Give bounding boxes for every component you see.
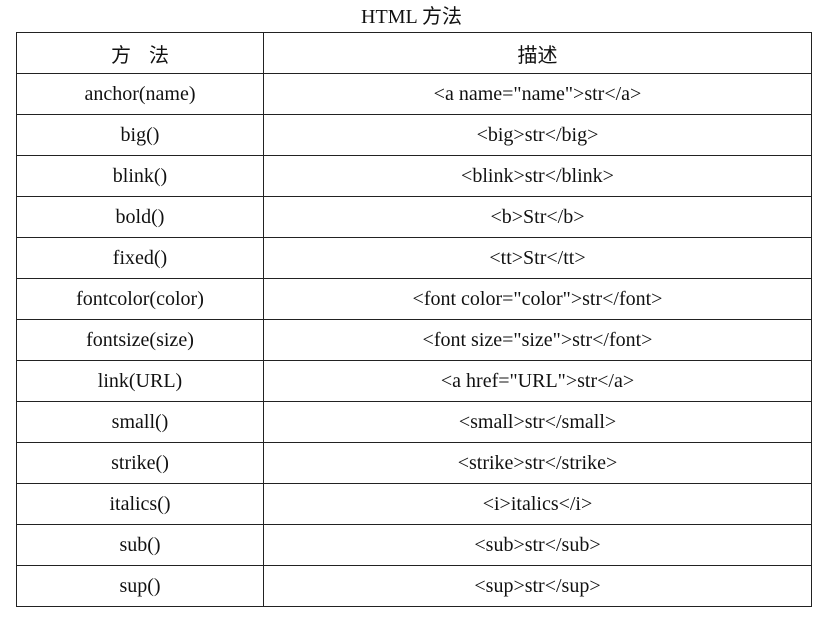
method-cell: link(URL) (16, 360, 264, 402)
description-cell: <blink>str</blink> (263, 155, 812, 197)
table-row: link(URL) <a href="URL">str</a> (16, 360, 812, 402)
table-row: fontsize(size) <font size="size">str</fo… (16, 319, 812, 361)
table-caption: HTML 方法 (361, 6, 462, 28)
table-row: fixed() <tt>Str</tt> (16, 237, 812, 279)
method-cell: small() (16, 401, 264, 443)
description-cell: <small>str</small> (263, 401, 812, 443)
method-cell: anchor(name) (16, 73, 264, 115)
description-cell: <strike>str</strike> (263, 442, 812, 484)
table-row: fontcolor(color) <font color="color">str… (16, 278, 812, 320)
method-cell: fontsize(size) (16, 319, 264, 361)
description-cell: <tt>Str</tt> (263, 237, 812, 279)
description-cell: <b>Str</b> (263, 196, 812, 238)
description-cell: <a href="URL">str</a> (263, 360, 812, 402)
method-cell: fontcolor(color) (16, 278, 264, 320)
description-cell: <i>italics</i> (263, 483, 812, 525)
header-method: 方法 (16, 32, 264, 74)
header-row: 方法 描述 (16, 32, 812, 74)
description-cell: <font size="size">str</font> (263, 319, 812, 361)
table-row: anchor(name) <a name="name">str</a> (16, 73, 812, 115)
method-cell: big() (16, 114, 264, 156)
method-cell: fixed() (16, 237, 264, 279)
description-cell: <big>str</big> (263, 114, 812, 156)
table-row: big() <big>str</big> (16, 114, 812, 156)
table-row: strike() <strike>str</strike> (16, 442, 812, 484)
methods-table-container: 方法 描述 anchor(name) <a name="name">str</a… (16, 32, 812, 607)
method-cell: strike() (16, 442, 264, 484)
table-row: sub() <sub>str</sub> (16, 524, 812, 566)
description-cell: <sup>str</sup> (263, 565, 812, 607)
table-row: bold() <b>Str</b> (16, 196, 812, 238)
method-cell: bold() (16, 196, 264, 238)
table-body: anchor(name) <a name="name">str</a> big(… (16, 73, 812, 607)
table-row: small() <small>str</small> (16, 401, 812, 443)
methods-table: 方法 描述 anchor(name) <a name="name">str</a… (16, 32, 812, 607)
method-cell: italics() (16, 483, 264, 525)
table-row: blink() <blink>str</blink> (16, 155, 812, 197)
method-cell: sub() (16, 524, 264, 566)
table-header: 方法 描述 (16, 32, 812, 74)
method-cell: blink() (16, 155, 264, 197)
description-cell: <a name="name">str</a> (263, 73, 812, 115)
table-row: italics() <i>italics</i> (16, 483, 812, 525)
table-row: sup() <sup>str</sup> (16, 565, 812, 607)
description-cell: <font color="color">str</font> (263, 278, 812, 320)
description-cell: <sub>str</sub> (263, 524, 812, 566)
header-description: 描述 (263, 32, 812, 74)
method-cell: sup() (16, 565, 264, 607)
